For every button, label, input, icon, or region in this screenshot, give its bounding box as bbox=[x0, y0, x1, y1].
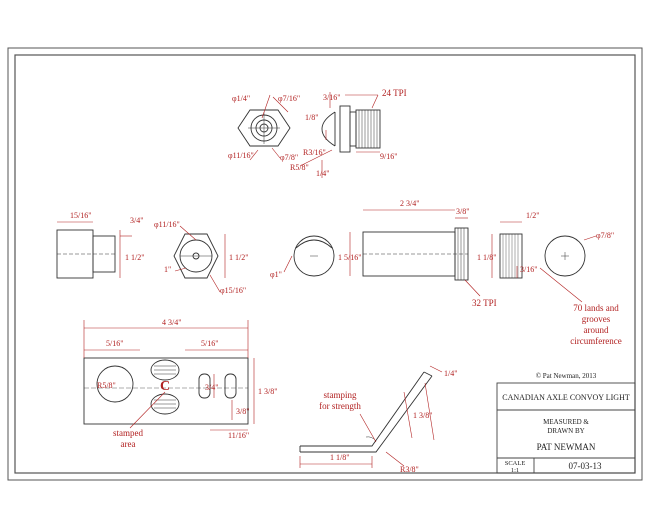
lens-ring bbox=[293, 235, 335, 277]
inner-border bbox=[14, 54, 636, 474]
dim-11-16: 11/16" bbox=[228, 431, 249, 440]
middle-dimension-lines bbox=[57, 209, 597, 303]
dim-7-8-lens: φ7/8" bbox=[596, 231, 614, 240]
dim-1-2: 1/2" bbox=[526, 211, 540, 220]
dim-4-3-4: 4 3/4" bbox=[162, 318, 182, 327]
outer-border bbox=[7, 47, 643, 481]
scale-label: SCALE bbox=[505, 460, 526, 467]
lands-line-2: grooves bbox=[582, 314, 611, 324]
lands-line-1: 70 lands and bbox=[573, 303, 619, 313]
dim-1-inch: 1" bbox=[164, 265, 171, 274]
dome-side-view bbox=[321, 111, 336, 147]
hex-nut-front-view bbox=[237, 109, 291, 147]
stamping-callout: stamping for strength bbox=[319, 390, 361, 411]
dim-1-1-8-b: 1 1/8" bbox=[330, 453, 350, 462]
measured-label-1: MEASURED & bbox=[543, 418, 589, 426]
dim-2-3-4: 2 3/4" bbox=[400, 199, 420, 208]
drawing-date: 07-03-13 bbox=[569, 461, 602, 471]
middle-row-parts bbox=[56, 227, 586, 281]
lands-line-4: circumference bbox=[570, 336, 621, 346]
strap-outer bbox=[300, 371, 425, 447]
dim-1-inch-d: φ1" bbox=[270, 270, 282, 279]
dim-3-8-b: 3/8" bbox=[236, 407, 250, 416]
dim-quarter-nut: φ1/4" bbox=[232, 94, 250, 103]
stamping-line-1: stamping bbox=[324, 390, 357, 400]
dim-1-3-8: 1 3/8" bbox=[258, 387, 278, 396]
dim-3-16-b: 3/16" bbox=[520, 265, 538, 274]
hex-nut-middle bbox=[173, 233, 219, 279]
bent-strap bbox=[299, 371, 433, 453]
measured-label-2: DRAWN BY bbox=[547, 427, 584, 435]
dim-1-1-2-b: 1 1/2" bbox=[229, 253, 249, 262]
drawing-title: CANADIAN AXLE CONVOY LIGHT bbox=[502, 393, 630, 402]
slot-upper bbox=[150, 359, 180, 381]
dim-5-16-b: 5/16" bbox=[201, 339, 219, 348]
bracket-dimension-lines bbox=[83, 320, 255, 431]
centerline-mark: C bbox=[160, 379, 170, 394]
dim-9-16: 9/16" bbox=[380, 152, 398, 161]
stamping-line-2: for strength bbox=[319, 401, 361, 411]
dim-r5-8: R5/8" bbox=[290, 163, 309, 172]
dim-r3-8: R3/8" bbox=[400, 465, 419, 474]
slot-lower bbox=[150, 393, 180, 415]
top-dimension-lines bbox=[249, 92, 380, 178]
stamped-line-2: area bbox=[121, 439, 136, 449]
strap-inner bbox=[300, 375, 433, 453]
dim-3-4: 3/4" bbox=[130, 216, 144, 225]
dim-15-16-d: φ15/16" bbox=[220, 286, 246, 295]
dim-1-5-16: 1 5/16" bbox=[338, 253, 362, 262]
scale-value: 1:1 bbox=[511, 467, 519, 474]
dim-3-16: 3/16" bbox=[323, 93, 341, 102]
bracket-plate bbox=[83, 357, 249, 425]
lands-callout: 70 lands and grooves around circumferenc… bbox=[570, 303, 621, 346]
label-24-tpi: 24 TPI bbox=[382, 88, 407, 98]
dim-1-4-b: 1/4" bbox=[444, 369, 458, 378]
stamped-area-callout: stamped area bbox=[113, 428, 143, 449]
plate-outline bbox=[83, 357, 249, 425]
dim-1-1-2-a: 1 1/2" bbox=[125, 253, 145, 262]
dim-11-16-nut: φ11/16" bbox=[228, 151, 254, 160]
dim-1-3-8-b: 1 3/8" bbox=[413, 411, 433, 420]
dim-1-8: 1/8" bbox=[305, 113, 319, 122]
copyright-text: © Pat Newman, 2013 bbox=[536, 372, 597, 380]
lands-line-3: around bbox=[584, 325, 609, 335]
strap-dimension-lines bbox=[299, 365, 443, 468]
dim-15-16: 15/16" bbox=[70, 211, 92, 220]
author-name: PAT NEWMAN bbox=[537, 442, 596, 452]
dim-r5-8-b: R5/8" bbox=[97, 381, 116, 390]
dim-11-16-b: φ11/16" bbox=[154, 220, 180, 229]
label-32-tpi: 32 TPI bbox=[472, 298, 497, 308]
lens-cap-front bbox=[544, 235, 586, 277]
stamped-line-1: stamped bbox=[113, 428, 143, 438]
dim-r3-16: R3/16" bbox=[303, 148, 326, 157]
top-nut-assembly bbox=[237, 105, 381, 153]
dim-5-16-a: 5/16" bbox=[106, 339, 124, 348]
dim-7-16-nut: φ7/16" bbox=[278, 94, 300, 103]
dim-1-1-8: 1 1/8" bbox=[477, 253, 497, 262]
dim-1-4: 1/4" bbox=[316, 169, 330, 178]
dim-3-8: 3/8" bbox=[456, 207, 470, 216]
plate-round-hole bbox=[96, 365, 134, 403]
plate-slot-2 bbox=[224, 373, 237, 399]
dim-3-4-b: 3/4" bbox=[205, 383, 219, 392]
knurled-cap bbox=[499, 233, 523, 279]
plate-slot-1 bbox=[198, 373, 211, 399]
title-block bbox=[496, 382, 636, 474]
dim-7-8-nut: φ7/8" bbox=[280, 153, 298, 162]
